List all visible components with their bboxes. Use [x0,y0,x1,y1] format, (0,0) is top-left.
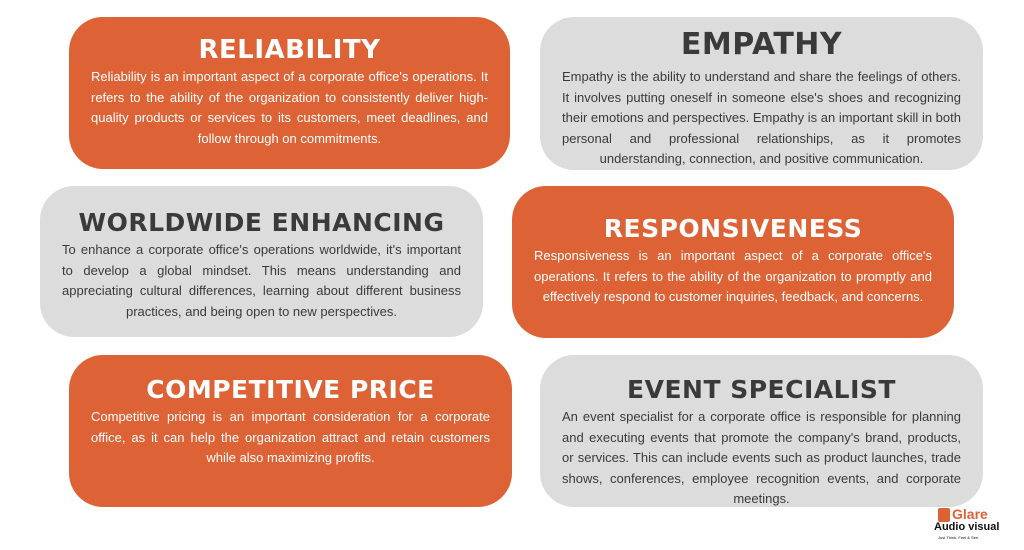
card-competitive-price: COMPETITIVE PRICE Competitive pricing is… [69,355,512,507]
brand-logo: Glare Audio visual Just Think, Feel & Se… [930,506,1020,546]
card-text: Competitive pricing is an important cons… [91,409,490,465]
card-text: Reliability is an important aspect of a … [91,69,488,146]
card-text: An event specialist for a corporate offi… [562,409,961,506]
card-worldwide-enhancing: WORLDWIDE ENHANCING To enhance a corpora… [40,186,483,337]
card-title: EMPATHY [680,27,843,62]
card-title: WORLDWIDE ENHANCING [78,208,445,237]
card-title: RESPONSIVENESS [603,214,863,243]
logo-mark-icon [938,508,950,522]
card-text: Empathy is the ability to understand and… [562,69,961,166]
card-event-specialist: EVENT SPECIALIST An event specialist for… [540,355,983,507]
card-title: EVENT SPECIALIST [627,375,896,404]
card-empathy: EMPATHY Empathy is the ability to unders… [540,17,983,170]
logo-top-text: Glare [952,506,988,522]
card-text: Responsiveness is an important aspect of… [534,248,932,304]
logo-main-text: Audio visual [934,521,1000,533]
card-title: RELIABILITY [198,35,381,65]
card-reliability: RELIABILITY Reliability is an important … [69,17,510,169]
card-responsiveness: RESPONSIVENESS Responsiveness is an impo… [512,186,954,338]
logo-tagline: Just Think, Feel & See [938,535,979,540]
card-text: To enhance a corporate office's operatio… [62,242,461,319]
card-title: COMPETITIVE PRICE [146,375,435,404]
